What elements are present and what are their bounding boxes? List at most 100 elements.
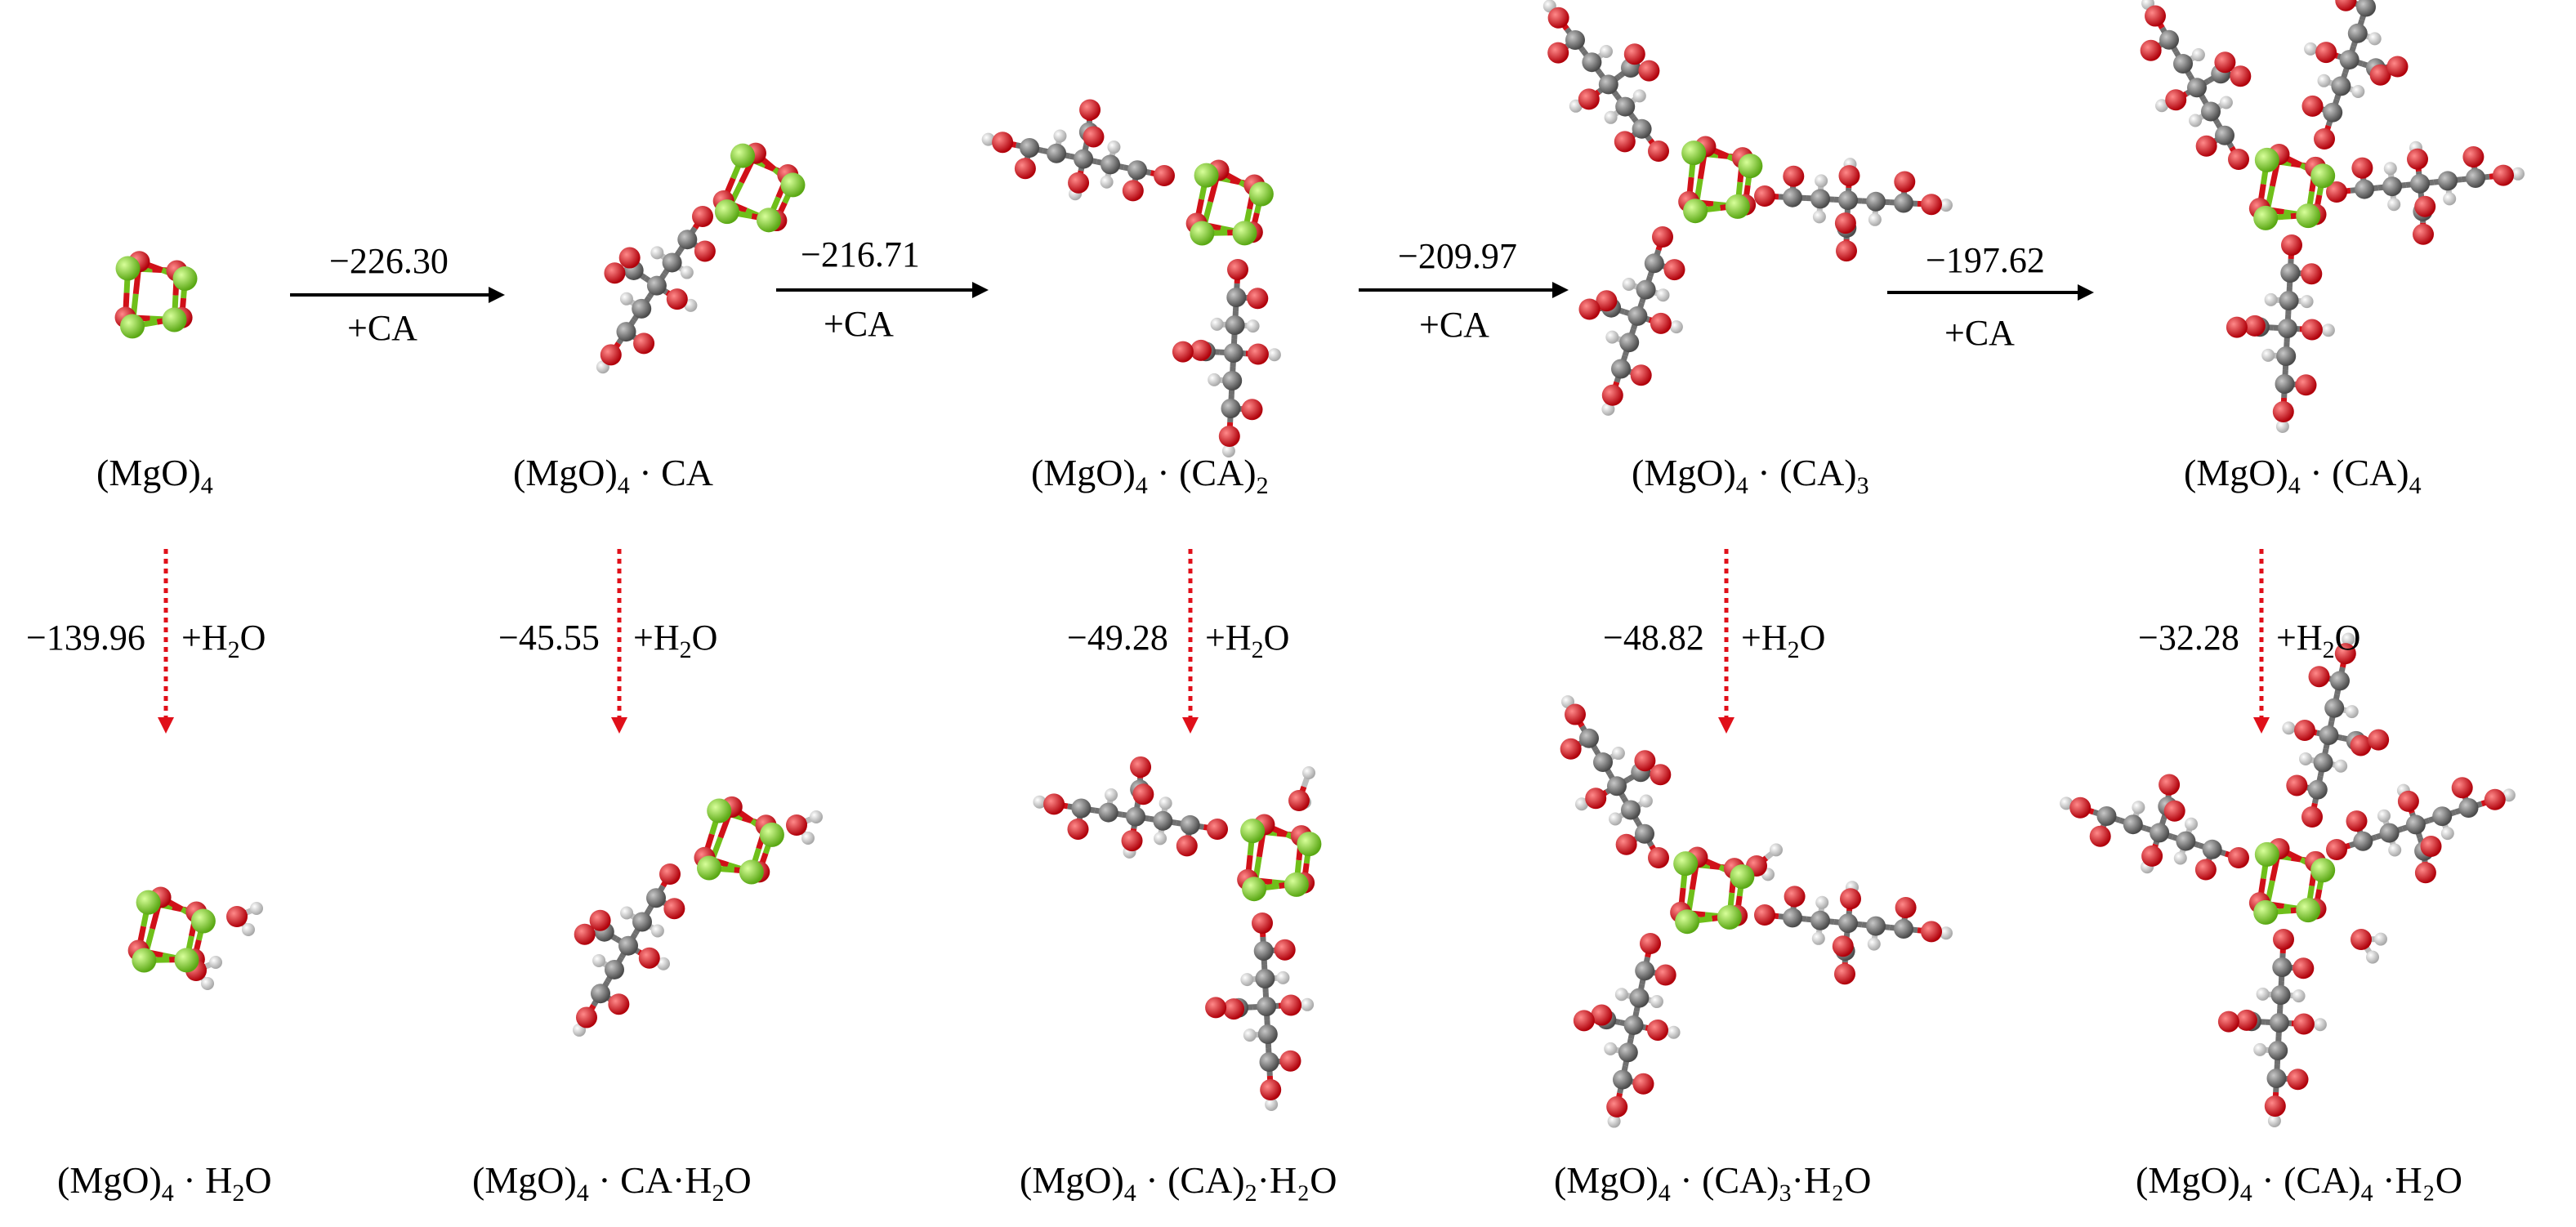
o-atom bbox=[1218, 426, 1240, 447]
c-atom bbox=[1810, 189, 1830, 209]
o-atom bbox=[2462, 146, 2484, 167]
c-atom bbox=[2279, 291, 2299, 310]
c-atom bbox=[1593, 752, 1613, 773]
mg-atom bbox=[1681, 141, 1707, 166]
h-atom bbox=[1605, 330, 1619, 344]
o-atom bbox=[1836, 240, 1857, 262]
h-atom bbox=[1243, 1028, 1257, 1042]
h-atom bbox=[1656, 288, 1670, 302]
o-atom bbox=[2281, 234, 2302, 256]
h-atom bbox=[1210, 317, 1224, 331]
o-atom bbox=[1280, 994, 1302, 1016]
o-atom bbox=[2235, 1009, 2257, 1031]
o-atom bbox=[1014, 158, 1036, 180]
c-atom bbox=[1635, 961, 1655, 981]
h-atom bbox=[2317, 74, 2331, 87]
c-atom bbox=[2270, 985, 2291, 1005]
h-atom bbox=[1770, 843, 1783, 857]
h-atom bbox=[1100, 175, 1114, 189]
o-atom bbox=[1650, 764, 1672, 786]
o-atom bbox=[1223, 998, 1245, 1020]
c-atom bbox=[2438, 171, 2458, 191]
mg-atom bbox=[1675, 909, 1700, 935]
o-atom bbox=[2194, 859, 2217, 881]
h-atom bbox=[684, 298, 698, 312]
o-atom bbox=[226, 906, 248, 927]
o-atom bbox=[1606, 1095, 1628, 1118]
h-atom bbox=[1240, 973, 1254, 987]
o-atom bbox=[1648, 847, 1669, 868]
o-atom bbox=[1832, 935, 1854, 957]
mg-atom bbox=[2254, 147, 2279, 172]
energy-step-3: −209.97 bbox=[1398, 236, 1517, 276]
mg-atom bbox=[730, 143, 756, 168]
h-atom bbox=[2377, 809, 2391, 823]
h-atom bbox=[1302, 766, 1315, 779]
o-atom bbox=[1067, 818, 1089, 840]
c-atom bbox=[2187, 78, 2207, 98]
o-atom bbox=[1834, 212, 1856, 234]
c-atom bbox=[2382, 176, 2402, 197]
h-atom bbox=[2368, 32, 2382, 46]
o-atom bbox=[786, 814, 807, 836]
h-atom bbox=[1301, 997, 1315, 1011]
label-mgo4-ca4-h2o: (MgO)4 · (CA)4 ·H₂O bbox=[2136, 1159, 2462, 1207]
h-atom bbox=[2443, 192, 2457, 206]
o-atom bbox=[1252, 912, 1273, 934]
h-atom bbox=[1221, 444, 1235, 457]
label-mgo4-ca2: (MgO)4 · (CA)2 bbox=[1031, 452, 1269, 499]
o-atom bbox=[1154, 165, 1175, 186]
c-atom bbox=[1619, 332, 1640, 353]
o-atom bbox=[2286, 774, 2308, 796]
mg-atom bbox=[759, 822, 784, 847]
c-atom bbox=[2466, 168, 2485, 188]
o-atom bbox=[666, 288, 688, 310]
c-atom bbox=[1621, 800, 1641, 820]
h-atom bbox=[592, 953, 606, 967]
o-atom bbox=[2420, 836, 2442, 857]
h-atom bbox=[981, 132, 995, 146]
label-mgo4-ca3: (MgO)4 · (CA)3 bbox=[1632, 452, 1869, 499]
mg-atom bbox=[1240, 819, 1266, 844]
h-atom bbox=[1867, 937, 1881, 951]
c-atom bbox=[1223, 343, 1243, 363]
h-atom bbox=[2342, 632, 2355, 646]
c-atom bbox=[2275, 374, 2295, 394]
mg-atom bbox=[2310, 858, 2336, 883]
c-atom bbox=[2173, 54, 2193, 74]
o-atom bbox=[2230, 65, 2252, 87]
c-atom bbox=[1259, 1052, 1279, 1072]
mg-atom bbox=[1242, 877, 1267, 902]
o-atom bbox=[1838, 165, 1860, 187]
o-atom bbox=[2214, 51, 2236, 74]
h-atom bbox=[2313, 1018, 2327, 1032]
o-atom bbox=[1834, 963, 1855, 985]
o-atom bbox=[2228, 847, 2249, 868]
h-atom bbox=[2366, 950, 2379, 964]
molecule-mgo4-ca-h2o bbox=[573, 796, 823, 1037]
c-atom bbox=[1607, 776, 1627, 796]
reagent-step-4: +CA bbox=[1944, 313, 2015, 353]
o-atom bbox=[2301, 263, 2323, 285]
o-atom bbox=[1632, 1073, 1654, 1095]
o-atom bbox=[1274, 939, 1296, 961]
o-atom bbox=[1279, 1050, 1301, 1072]
c-atom bbox=[1894, 193, 1913, 213]
o-atom bbox=[1122, 180, 1144, 202]
h-atom bbox=[2304, 42, 2318, 56]
c-atom bbox=[1623, 1015, 1644, 1035]
o-atom bbox=[2308, 666, 2330, 688]
h-atom bbox=[2334, 759, 2348, 773]
c-atom bbox=[2307, 779, 2328, 800]
o-atom bbox=[1079, 99, 1101, 121]
o-atom bbox=[2350, 734, 2372, 756]
c-atom bbox=[646, 888, 666, 908]
c-atom bbox=[2150, 823, 2170, 843]
o-atom bbox=[2295, 374, 2317, 396]
o-atom bbox=[1547, 42, 1569, 64]
o-atom bbox=[2484, 788, 2506, 810]
mg-atom bbox=[136, 890, 161, 915]
h-atom bbox=[2388, 843, 2402, 857]
c-atom bbox=[2458, 798, 2479, 818]
